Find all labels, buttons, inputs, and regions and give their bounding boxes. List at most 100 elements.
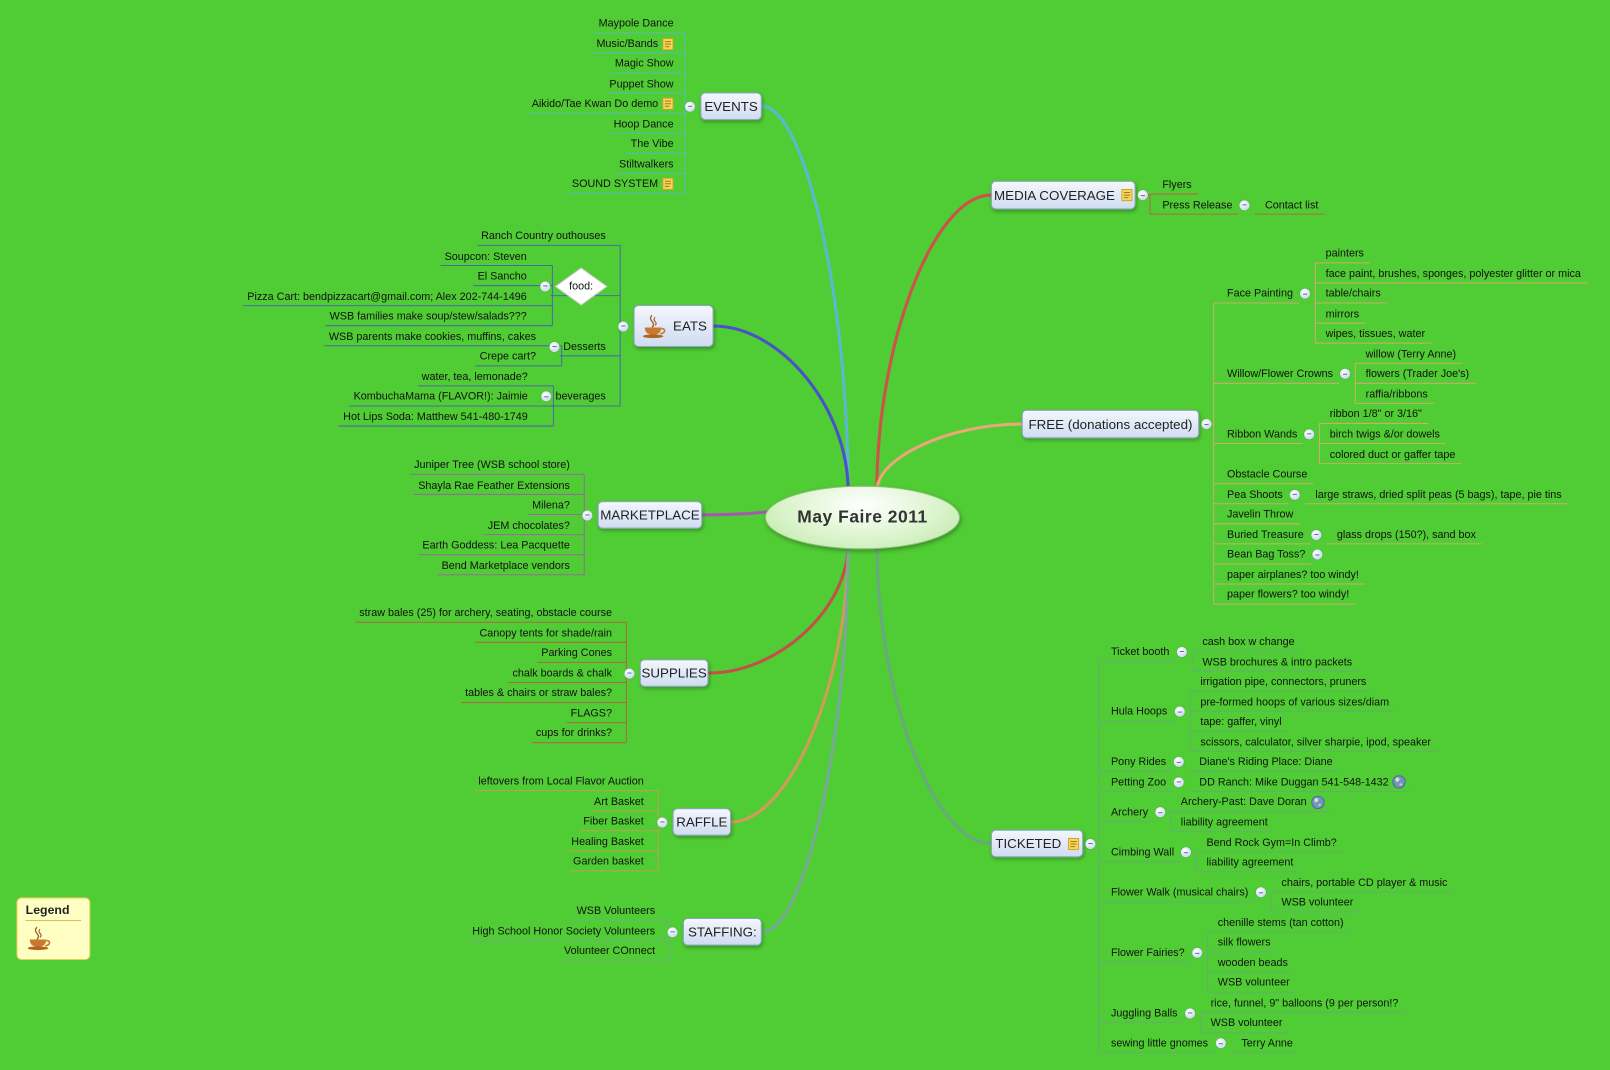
- leaf-node[interactable]: willow (Terry Anne): [1366, 347, 1456, 361]
- collapse-button[interactable]: [582, 509, 593, 521]
- collapse-button[interactable]: [1289, 489, 1300, 500]
- child-node[interactable]: paper flowers? too windy!: [1227, 588, 1349, 602]
- leaf-node[interactable]: irrigation pipe, connectors, pruners: [1200, 675, 1366, 689]
- collapse-button[interactable]: [1155, 807, 1166, 818]
- collapse-button[interactable]: [1192, 947, 1203, 959]
- collapse-button[interactable]: [1201, 418, 1212, 430]
- leaf-node[interactable]: liability agreement: [1181, 815, 1268, 829]
- leaf-node[interactable]: Diane's Riding Place: Diane: [1199, 755, 1332, 769]
- leaf-node[interactable]: flowers (Trader Joe's): [1366, 367, 1470, 381]
- collapse-button[interactable]: [667, 926, 678, 937]
- leaf-node[interactable]: Soupcon: Steven: [445, 249, 527, 263]
- child-node[interactable]: Flower Walk (musical chairs): [1111, 885, 1248, 899]
- leaf-node[interactable]: WSB volunteer: [1211, 1016, 1283, 1030]
- child-node[interactable]: paper airplanes? too windy!: [1227, 568, 1359, 582]
- collapse-button[interactable]: [618, 320, 629, 332]
- leaf-node[interactable]: El Sancho: [478, 269, 527, 283]
- child-node[interactable]: Stiltwalkers: [619, 157, 674, 171]
- child-node[interactable]: Press Release: [1162, 198, 1232, 212]
- collapse-button[interactable]: [624, 667, 635, 679]
- child-node[interactable]: Garden basket: [573, 854, 644, 868]
- collapse-button[interactable]: [1184, 1007, 1196, 1019]
- leaf-node[interactable]: glass drops (150?), sand box: [1337, 527, 1476, 541]
- leaf-node[interactable]: Crepe cart?: [480, 349, 536, 363]
- child-node[interactable]: Ticket booth: [1111, 645, 1169, 659]
- child-node[interactable]: Puppet Show: [609, 77, 673, 91]
- leaf-node[interactable]: WSB parents make cookies, muffins, cakes: [329, 329, 536, 343]
- child-node[interactable]: Pony Rides: [1111, 755, 1166, 769]
- child-node[interactable]: Cimbing Wall: [1111, 845, 1174, 859]
- child-node[interactable]: Archery: [1111, 805, 1148, 819]
- child-node[interactable]: Desserts: [563, 339, 606, 353]
- leaf-node[interactable]: raffia/ribbons: [1366, 387, 1428, 401]
- branch-ticketed[interactable]: TICKETED: [990, 829, 1084, 858]
- collapse-button[interactable]: [1312, 549, 1323, 560]
- collapse-button[interactable]: [1311, 529, 1322, 540]
- child-node[interactable]: Art Basket: [594, 794, 644, 808]
- child-node[interactable]: Fiber Basket: [583, 814, 644, 828]
- collapse-button[interactable]: [549, 341, 560, 352]
- child-node[interactable]: straw bales (25) for archery, seating, o…: [359, 606, 612, 620]
- leaf-node[interactable]: Bend Rock Gym=In Climb?: [1206, 835, 1336, 849]
- child-node[interactable]: SOUND SYSTEM: [572, 177, 674, 191]
- leaf-node[interactable]: KombuchaMama (FLAVOR!): Jaimie: [354, 390, 528, 404]
- collapse-button[interactable]: [1304, 429, 1315, 440]
- leaf-node[interactable]: ribbon 1/8" or 3/16": [1330, 407, 1422, 421]
- child-node[interactable]: Juniper Tree (WSB school store): [414, 458, 570, 472]
- collapse-button[interactable]: [1137, 189, 1148, 201]
- leaf-node[interactable]: face paint, brushes, sponges, polyester …: [1326, 267, 1581, 281]
- leaf-node[interactable]: silk flowers: [1218, 936, 1271, 950]
- child-node[interactable]: Milena?: [532, 498, 570, 512]
- leaf-node[interactable]: scissors, calculator, silver sharpie, ip…: [1200, 735, 1431, 749]
- leaf-node[interactable]: liability agreement: [1206, 855, 1293, 869]
- collapse-button[interactable]: [1180, 847, 1192, 858]
- leaf-node[interactable]: WSB volunteer: [1218, 976, 1290, 990]
- child-node[interactable]: beverages: [555, 390, 605, 404]
- child-node[interactable]: Hoop Dance: [614, 117, 674, 131]
- collapse-button[interactable]: [684, 101, 696, 112]
- child-node[interactable]: Music/Bands: [596, 36, 674, 50]
- child-node[interactable]: chalk boards & chalk: [512, 666, 611, 680]
- child-node[interactable]: Canopy tents for shade/rain: [480, 626, 612, 640]
- leaf-node[interactable]: rice, funnel, 9" balloons (9 per person!…: [1211, 996, 1399, 1010]
- child-node[interactable]: Ranch Country outhouses: [481, 229, 606, 243]
- branch-free-donations-accepted[interactable]: FREE (donations accepted): [1021, 409, 1200, 439]
- child-node[interactable]: Hula Hoops: [1111, 705, 1167, 719]
- leaf-node[interactable]: Hot Lips Soda: Matthew 541-480-1749: [343, 410, 528, 424]
- collapse-button[interactable]: [1239, 199, 1250, 211]
- child-node[interactable]: JEM chocolates?: [488, 518, 570, 532]
- child-node[interactable]: Pea Shoots: [1227, 487, 1283, 501]
- child-node[interactable]: Juggling Balls: [1111, 1006, 1178, 1020]
- child-node[interactable]: leftovers from Local Flavor Auction: [478, 774, 643, 788]
- leaf-node[interactable]: table/chairs: [1326, 287, 1381, 301]
- leaf-node[interactable]: large straws, dried split peas (5 bags),…: [1315, 487, 1561, 501]
- collapse-button[interactable]: [1173, 777, 1184, 788]
- child-node[interactable]: Ribbon Wands: [1227, 427, 1297, 441]
- child-node[interactable]: Parking Cones: [541, 646, 612, 660]
- leaf-node[interactable]: wipes, tissues, water: [1326, 327, 1425, 341]
- leaf-node[interactable]: birch twigs &/or dowels: [1330, 427, 1440, 441]
- child-node[interactable]: Shayla Rae Feather Extensions: [418, 478, 570, 492]
- child-node[interactable]: Flower Fairies?: [1111, 946, 1185, 960]
- branch-marketplace[interactable]: MARKETPLACE: [597, 501, 703, 529]
- child-node[interactable]: Earth Goddess: Lea Pacquette: [422, 538, 569, 552]
- child-node[interactable]: tables & chairs or straw bales?: [465, 686, 612, 700]
- child-node[interactable]: Maypole Dance: [599, 16, 674, 30]
- leaf-node[interactable]: Terry Anne: [1241, 1036, 1293, 1050]
- branch-supplies[interactable]: SUPPLIES: [639, 659, 709, 687]
- child-node[interactable]: Bean Bag Toss?: [1227, 548, 1305, 562]
- child-node[interactable]: Flyers: [1162, 178, 1191, 192]
- leaf-node[interactable]: water, tea, lemonade?: [422, 369, 528, 383]
- child-node[interactable]: Willow/Flower Crowns: [1227, 367, 1333, 381]
- child-node[interactable]: Volunteer COnnect: [564, 944, 655, 958]
- leaf-node[interactable]: cash box w change: [1202, 635, 1294, 649]
- child-node[interactable]: sewing little gnomes: [1111, 1036, 1208, 1050]
- collapse-button[interactable]: [1174, 706, 1185, 718]
- branch-raffle[interactable]: RAFFLE: [672, 808, 732, 836]
- child-node[interactable]: cups for drinks?: [536, 726, 612, 740]
- branch-staffing[interactable]: STAFFING:: [682, 917, 762, 946]
- collapse-button[interactable]: [1255, 887, 1267, 898]
- child-node[interactable]: Magic Show: [615, 57, 674, 71]
- collapse-button[interactable]: [540, 281, 551, 292]
- child-node[interactable]: Bend Marketplace vendors: [442, 558, 570, 572]
